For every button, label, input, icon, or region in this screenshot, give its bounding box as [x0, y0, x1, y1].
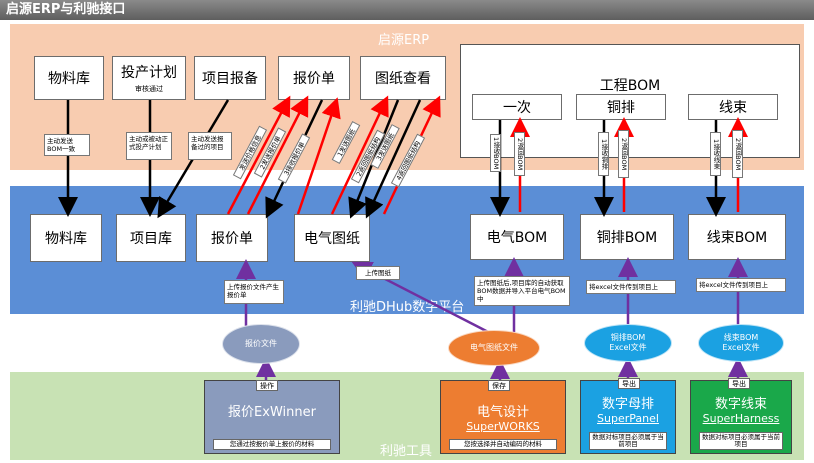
- tool-quote-name: 报价ExWinner: [228, 405, 316, 420]
- tool-elec-product: SuperWORKS: [466, 420, 540, 433]
- tool-elec-action: 保存: [488, 380, 510, 391]
- tool-harness-action: 导出: [728, 378, 750, 389]
- hub-elec-bom-label: 电气BOM: [486, 230, 548, 246]
- erp-project-report-label: 项目报备: [202, 71, 258, 87]
- note-copper-1: 1接收铜排: [598, 132, 609, 176]
- note-report-send: 主动发送报备过的项目: [188, 132, 232, 160]
- note-upload-drawing: 上传图纸: [356, 266, 400, 280]
- erp-bom-primary-label: 一次: [503, 100, 531, 116]
- note-primary-2: 2返回BOM: [514, 132, 525, 176]
- erp-bom-harness-box: 线束: [688, 94, 778, 120]
- arrow-quote-up-1: [226, 95, 291, 215]
- copper-file-ellipse: 铜排BOM Excel文件: [584, 324, 672, 362]
- erp-drawing-view-label: 图纸查看: [375, 71, 431, 87]
- erp-drawing-view-box: 图纸查看: [360, 56, 446, 100]
- erp-quote-box: 报价单: [278, 56, 350, 100]
- note-upload-quote: 上传报价文件产生报价单: [224, 280, 284, 304]
- tool-copper-action: 导出: [618, 378, 640, 389]
- harness-file-ellipse: 线束BOM Excel文件: [698, 324, 784, 362]
- note-plan-send: 主动或被动正式投产计划: [126, 132, 172, 160]
- arrow-quote-up-2: [246, 95, 309, 215]
- erp-zone-label: 启源ERP: [378, 33, 430, 48]
- tool-harness-product: SuperHarness: [702, 412, 780, 425]
- erp-bom-harness-label: 线束: [719, 100, 747, 116]
- tool-quote-desc: 您通过按报价单上报价的材料: [213, 439, 331, 450]
- erp-bom-copper-label: 铜排: [607, 100, 635, 116]
- hub-drawing-label: 电气图纸: [304, 231, 360, 247]
- erp-material-box: 物料库: [34, 56, 104, 100]
- hub-harness-bom-label: 线束BOM: [706, 230, 768, 246]
- note-elec-bom: 上传图纸后,项目库的自动获取BOM数据并导入平台电气BOM中: [474, 276, 570, 306]
- hub-harness-bom-box: 线束BOM: [688, 214, 786, 260]
- note-harness-1: 1接收线束: [710, 132, 721, 176]
- note-material-send: 主动发送BOM一致: [44, 134, 90, 156]
- harness-file-label: 线束BOM Excel文件: [722, 333, 760, 352]
- tool-elec-superworks: 电气设计 SuperWORKS 您按选择并自动编码的材料: [440, 380, 566, 454]
- tool-copper-superpanel: 数字母排 SuperPanel 数据对标项目必须属于当前项目: [580, 380, 676, 454]
- hub-copper-bom-box: 铜排BOM: [580, 214, 674, 260]
- tool-copper-product: SuperPanel: [597, 412, 659, 425]
- copper-file-label: 铜排BOM Excel文件: [609, 333, 647, 352]
- window-title: 启源ERP与利驰接口: [0, 0, 814, 20]
- hub-copper-bom-label: 铜排BOM: [596, 230, 658, 246]
- engineering-bom-title: 工程BOM: [599, 78, 661, 94]
- note-copper-excel: 将excel文件传到项目上: [586, 280, 676, 294]
- hub-drawing-box: 电气图纸: [294, 214, 370, 262]
- drawing-file-label: 电气图纸文件: [470, 343, 518, 352]
- note-primary-1: 1接收BOM: [490, 134, 501, 172]
- hub-quote-label: 报价单: [211, 231, 253, 247]
- tool-harness-title: 数字线束: [714, 397, 767, 412]
- arrow-drawing-up-1: [330, 95, 389, 215]
- arrow-quote-up-3: [296, 97, 341, 215]
- arrow-drawing-down-2: [365, 99, 422, 219]
- erp-bom-copper-box: 铜排: [576, 94, 666, 120]
- tool-quote-exwinner: 报价ExWinner 您通过按报价单上报价的材料: [204, 380, 340, 454]
- hub-material-label: 物料库: [45, 231, 87, 247]
- erp-plan-box: 投产计划 审核通过: [112, 56, 186, 100]
- note-harness-excel: 将excel文件传到项目上: [696, 278, 786, 292]
- erp-plan-label: 投产计划: [121, 65, 177, 81]
- tools-zone-label: 利驰工具: [380, 444, 433, 459]
- note-copper-2: 2返回BOM: [618, 130, 629, 178]
- erp-project-report-box: 项目报备: [194, 56, 266, 100]
- note-harness-2: 2返回BOM: [732, 130, 743, 178]
- tool-harness-desc: 数据对标项目必须属于当前项目: [699, 432, 783, 450]
- tool-elec-desc: 您按选择并自动编码的材料: [449, 439, 557, 450]
- tool-quote-action: 操作: [256, 380, 278, 391]
- hub-project-label: 项目库: [130, 231, 172, 247]
- erp-material-label: 物料库: [48, 71, 90, 87]
- hub-project-box: 项目库: [116, 214, 186, 262]
- erp-plan-sub: 审核通过: [135, 85, 163, 93]
- hub-quote-box: 报价单: [196, 214, 268, 262]
- quote-file-label: 报价文件: [245, 339, 277, 348]
- erp-quote-label: 报价单: [293, 71, 335, 87]
- hub-elec-bom-box: 电气BOM: [470, 214, 564, 260]
- hub-material-box: 物料库: [30, 214, 102, 262]
- tool-harness-superharness: 数字线束 SuperHarness 数据对标项目必须属于当前项目: [690, 380, 792, 454]
- tool-copper-title: 数字母排: [601, 397, 654, 412]
- quote-file-ellipse: 报价文件: [222, 324, 300, 364]
- drawing-file-ellipse: 电气图纸文件: [448, 330, 540, 366]
- tool-copper-desc: 数据对标项目必须属于当前项目: [589, 432, 667, 450]
- tool-elec-title: 电气设计: [476, 405, 529, 420]
